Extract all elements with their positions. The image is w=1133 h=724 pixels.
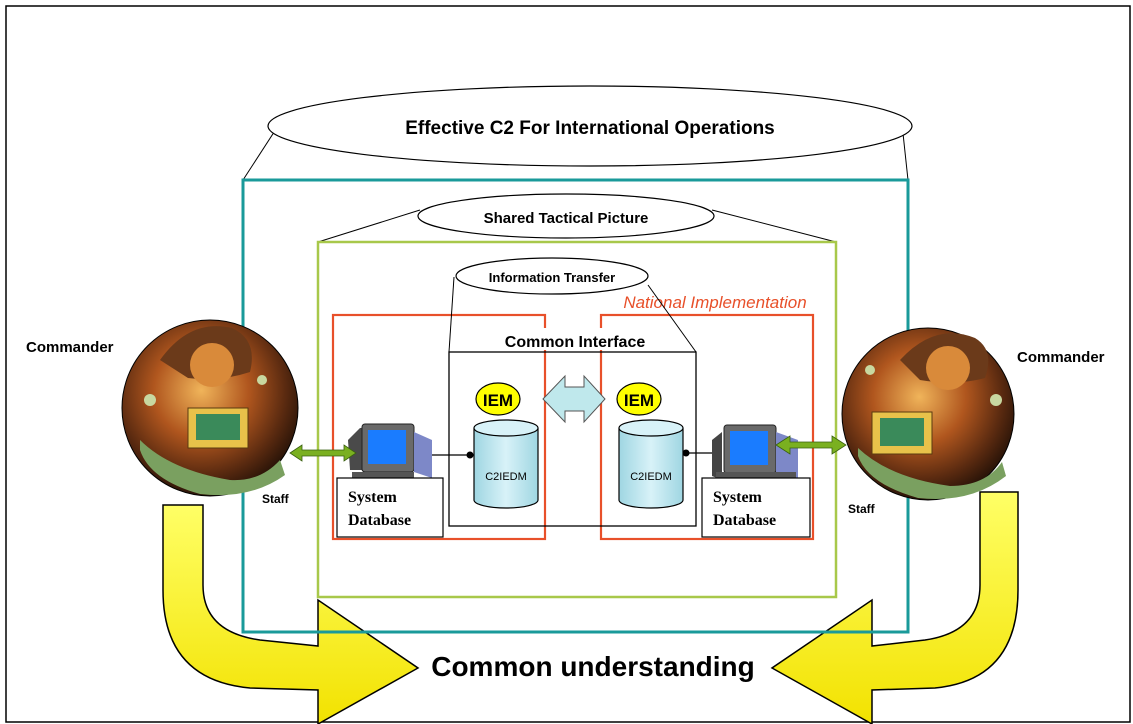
page-frame [5, 5, 1131, 723]
iem-right: IEM [616, 382, 662, 416]
commander-portrait-left [121, 319, 299, 497]
staff-label-left: Staff [262, 492, 290, 506]
iem-left: IEM [475, 382, 521, 416]
commander-label-right: Commander [1017, 349, 1105, 366]
national-frame-left [331, 313, 547, 541]
common-interface-text: Common Interface [505, 334, 646, 351]
national-implementation-label: National Implementation [623, 293, 806, 312]
svg-text:C2IEDM: C2IEDM [485, 471, 527, 483]
shared-picture-layer: Shared Tactical Picture [316, 193, 838, 599]
commander-label-left: Commander [26, 339, 114, 356]
information-transfer-ellipse [455, 257, 649, 295]
svg-text:IEM: IEM [483, 391, 513, 410]
c2iedm-cylinder-left: C2IEDM [473, 419, 539, 509]
system-database-right: System Database [701, 477, 811, 538]
svg-text:System: System [348, 489, 398, 506]
title-text: Effective C2 For International Operation… [405, 118, 775, 139]
right-yellow-arrow [770, 491, 1019, 724]
computer-icon-left [348, 423, 432, 480]
shared-picture-text: Shared Tactical Picture [484, 210, 649, 227]
svg-text:Database: Database [713, 512, 776, 529]
shared-picture-ellipse [417, 193, 715, 239]
green-arrow-right [775, 435, 847, 455]
green-arrow-left [289, 444, 357, 462]
green-frame [316, 240, 838, 599]
svg-text:IEM: IEM [624, 391, 654, 410]
c2iedm-cylinder-right: C2IEDM [618, 419, 684, 509]
left-yellow-arrow [162, 504, 420, 724]
svg-text:Database: Database [348, 512, 411, 529]
common-interface-box [448, 351, 697, 527]
svg-text:C2IEDM: C2IEDM [630, 471, 672, 483]
commander-portrait-right [841, 327, 1015, 501]
effective-c2-layer: Effective C2 For International Operation… [241, 85, 913, 634]
system-database-left: System Database [336, 477, 444, 538]
staff-label-right: Staff [848, 502, 876, 516]
computer-icon-right [712, 424, 798, 481]
national-frame-right [599, 313, 815, 541]
common-interface-layer: Information Transfer Common Interface [448, 257, 697, 527]
iem-exchange-arrow [542, 374, 606, 424]
common-understanding-text: Common understanding [431, 651, 755, 682]
title-ellipse [267, 85, 913, 167]
svg-text:System: System [713, 489, 763, 506]
information-transfer-text: Information Transfer [489, 270, 615, 285]
